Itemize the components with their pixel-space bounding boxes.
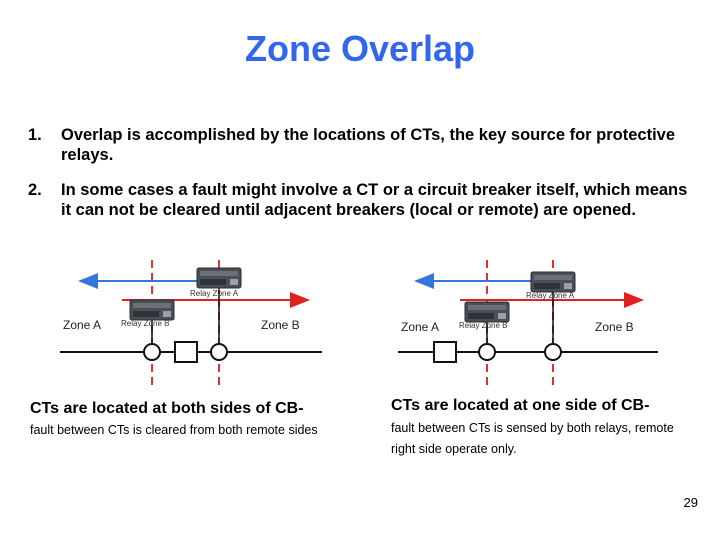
- list-item-number: 1.: [28, 126, 42, 144]
- relay-a-label: Relay Zone A: [526, 291, 575, 300]
- page-number: 29: [683, 495, 698, 510]
- relay-b-device: [464, 301, 510, 323]
- caption-body-left: fault between CTs is cleared from both r…: [30, 423, 318, 437]
- current-transformer: [143, 343, 161, 361]
- current-transformer: [544, 343, 562, 361]
- zone-a-label: Zone A: [401, 320, 439, 334]
- relay-a-device: [196, 267, 242, 289]
- current-transformer: [210, 343, 228, 361]
- caption-body-right: fault between CTs is sensed by both rela…: [391, 421, 674, 456]
- current-transformer: [478, 343, 496, 361]
- list-item-text: Overlap is accomplished by the locations…: [61, 126, 676, 164]
- caption-heading-right: CTs are located at one side of CB-: [391, 397, 650, 414]
- slide-title: Zone Overlap: [244, 28, 476, 69]
- relay-b-device: [129, 299, 175, 321]
- relay-b-label: Relay Zone B: [459, 321, 507, 330]
- relay-b-label: Relay Zone B: [121, 319, 169, 328]
- left-diagram: Relay Zone A Relay Zone B Zone A Zone B: [60, 260, 322, 388]
- zone-b-label: Zone B: [595, 320, 634, 334]
- zone-overlap-diagram: Relay Zone A Relay Zone B Zone A Zone B …: [60, 260, 658, 388]
- zone-b-label: Zone B: [261, 318, 300, 332]
- list-item-text: In some cases a fault might involve a CT…: [61, 181, 688, 219]
- circuit-breaker: [433, 341, 457, 363]
- caption-heading-left: CTs are located at both sides of CB-: [30, 400, 304, 417]
- right-diagram: Relay Zone A Relay Zone B Zone A Zone B: [398, 260, 658, 388]
- relay-a-device: [530, 271, 576, 293]
- circuit-breaker: [174, 341, 198, 363]
- zone-a-label: Zone A: [63, 318, 101, 332]
- relay-a-label: Relay Zone A: [190, 289, 239, 298]
- list-item-number: 2.: [28, 181, 42, 199]
